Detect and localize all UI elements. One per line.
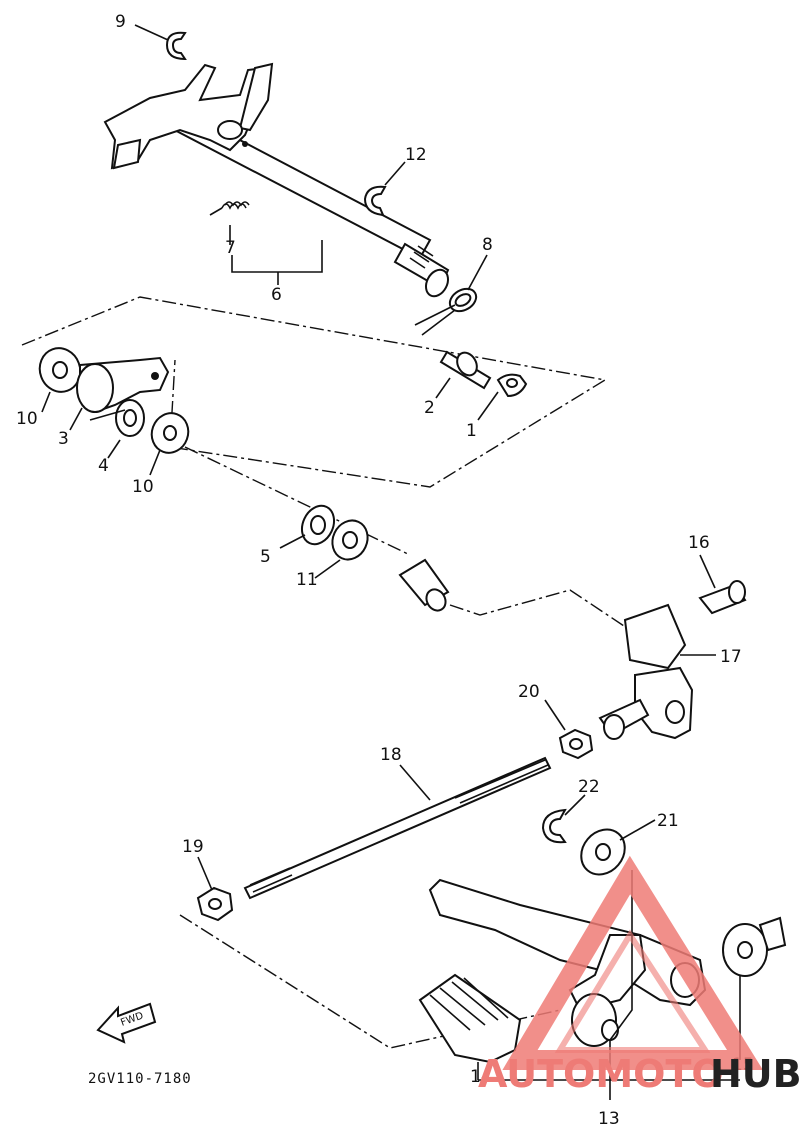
shift-shaft-assembly xyxy=(103,31,478,336)
part-label-12: 12 xyxy=(405,145,427,165)
part-label-10-top: 10 xyxy=(16,409,38,429)
part-label-14: 14 xyxy=(470,1067,492,1087)
connector-line-lever xyxy=(449,589,631,631)
watermark-text-secondary: HUB xyxy=(710,1052,800,1096)
part-label-22: 22 xyxy=(578,777,600,797)
diagram-code: 2GV110-7180 xyxy=(88,1071,192,1087)
circlip-part xyxy=(541,808,567,844)
part-label-17: 17 xyxy=(720,647,742,667)
part-label-20: 20 xyxy=(518,682,540,702)
part-label-6: 6 xyxy=(271,285,282,305)
part-label-2: 2 xyxy=(424,398,435,418)
part-label-7: 7 xyxy=(225,238,236,258)
part-label-4: 4 xyxy=(98,456,109,476)
part-labels: 9 12 7 6 8 10 3 4 10 2 1 5 11 16 17 20 1… xyxy=(16,12,754,1129)
part-label-1: 1 xyxy=(466,421,477,441)
tie-rod-part xyxy=(243,756,552,900)
part-label-5: 5 xyxy=(260,547,271,567)
group-boundary-lower xyxy=(179,914,561,1049)
part-label-8: 8 xyxy=(482,235,493,255)
part-label-18: 18 xyxy=(380,745,402,765)
shaft-washers xyxy=(300,504,450,612)
part-label-16: 16 xyxy=(688,533,710,553)
watermark-logo: AUTOMOTO HUB xyxy=(478,855,800,1096)
watermark-text-primary: AUTOMOTO xyxy=(478,1052,724,1096)
stopper-lever-assembly xyxy=(38,347,190,454)
connector-line-pivot xyxy=(184,446,411,556)
part-label-9: 9 xyxy=(115,12,126,32)
part-label-11: 11 xyxy=(296,570,318,590)
shift-arm-part xyxy=(598,580,747,740)
part-label-19: 19 xyxy=(182,837,204,857)
forward-arrow-icon: FWD xyxy=(96,1002,157,1044)
part-label-21: 21 xyxy=(657,811,679,831)
pivot-bolt-part xyxy=(439,350,528,398)
part-label-10-bottom: 10 xyxy=(132,477,154,497)
part-label-13: 13 xyxy=(598,1109,620,1129)
part-label-3: 3 xyxy=(58,429,69,449)
